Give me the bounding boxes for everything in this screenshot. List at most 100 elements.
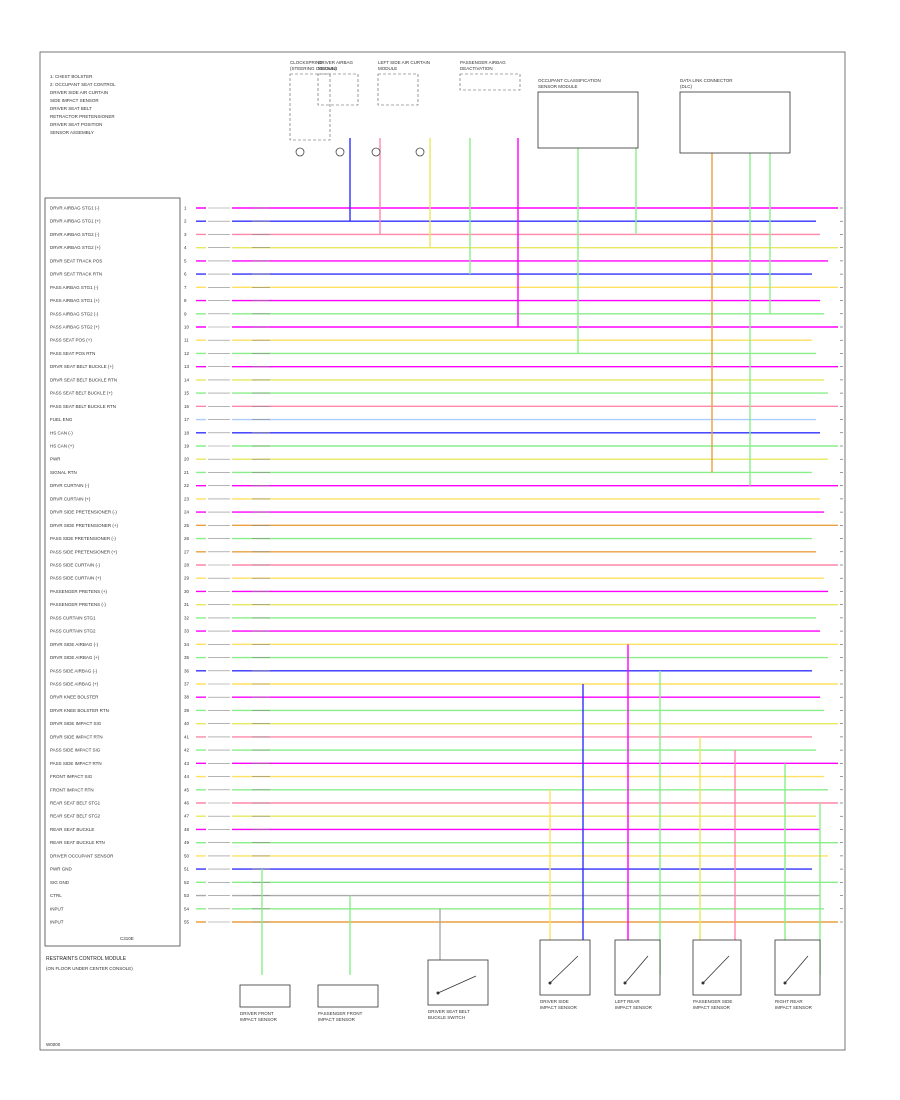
clockspring-terminal [415,147,425,157]
switch-contact [784,955,809,984]
top-components: CLOCKSPRING(STEERING COLUMN)DRIVER AIRBA… [289,60,791,157]
pin-label: PASS AIRBAG STG2 (+) [50,325,100,330]
occupant-classification-sub: SENSOR MODULE [538,84,578,89]
pin-number: 21 [184,470,190,475]
pin-number: 11 [184,338,189,343]
data-link-connector-label: DATA LINK CONNECTOR [680,78,733,83]
left-side-air-curtain-sub: MODULE [378,66,397,71]
pin-label: DRVR KNEE BOLSTER [50,695,99,700]
clockspring: CLOCKSPRING(STEERING COLUMN) [289,60,337,141]
pin-label: DRVR AIRBAG STG1 (+) [50,219,101,224]
pin-number: 49 [184,840,190,845]
seat-belt-switch-body [427,959,489,1006]
pin-number: 53 [184,893,190,898]
switch-contact [702,955,730,984]
pin-label: INPUT [50,920,64,925]
pin-number: 8 [184,298,187,303]
pin-number: 16 [184,404,190,409]
figure-code: W0000 [46,1042,61,1047]
pin-number: 29 [184,576,190,581]
pin-number: 31 [184,602,190,607]
pin-label: PASS SIDE PRETENSIONER (+) [50,549,118,554]
pin-label: SIG GND [50,880,70,885]
passenger-airbag-body [459,73,521,91]
pin-label: FUEL ENG [50,417,73,422]
pin-number: 25 [184,523,190,528]
switch-contact [624,955,649,984]
module-connector-label: C310E [120,936,134,941]
pin-label: REAR SEAT BUCKLE RTN [50,840,105,845]
pin-label: DRVR SEAT TRACK POS [50,258,102,263]
pin-number: 30 [184,589,190,594]
pin-number: 13 [184,364,190,369]
pin-label: DRVR AIRBAG STG2 (+) [50,245,101,250]
pin-number: 35 [184,655,190,660]
pin-number: 20 [184,457,190,462]
switch-contact [437,975,477,994]
legend-note: DRIVER SEAT BELT [50,106,92,111]
pin-number: 7 [184,285,187,290]
pass-front-impact-body [317,984,379,1008]
pin-number: 42 [184,748,190,753]
pin-label: DRVR SIDE AIRBAG (+) [50,655,100,660]
pin-label: PASS SEAT POS (+) [50,338,92,343]
pin-label: PASS SIDE CURTAIN (-) [50,563,101,568]
pin-label: PASS CURTAIN STG2 [50,629,96,634]
pin-label: DRVR SIDE PRETENSIONER (+) [50,523,119,528]
right-rear-impact-body [774,939,821,996]
switch-pivot [548,981,552,985]
pin-label: PASS SIDE IMPACT SIG [50,748,101,753]
left-rear-impact-label: IMPACT SENSOR [615,1005,653,1010]
passenger-airbag-label: PASSENGER AIRBAG [460,60,506,65]
legend-note: DRIVER SIDE AIR CURTAIN [50,90,108,95]
right-rear-impact-label: IMPACT SENSOR [775,1005,813,1010]
pin-label: PASS CURTAIN STG1 [50,615,96,620]
pin-number: 40 [184,721,190,726]
left-rear-impact-label: LEFT REAR [615,999,640,1004]
pin-label: FRONT IMPACT RTN [50,787,94,792]
pass-side-impact-label: PASSENGER SIDE [693,999,732,1004]
switch-pivot [436,991,440,995]
data-link-connector: DATA LINK CONNECTOR(DLC) [679,78,791,154]
left-side-air-curtain-label: LEFT SIDE AIR CURTAIN [378,60,430,65]
switch-pivot [783,981,787,985]
legend-note: SIDE IMPACT SENSOR [50,98,99,103]
pin-number: 33 [184,629,190,634]
pin-number: 19 [184,444,190,449]
clockspring-terminal [295,147,305,157]
driver-front-impact-body [239,984,291,1008]
pin-label: PASS SEAT BELT BUCKLE RTN [50,404,116,409]
pin-label: DRVR SIDE IMPACT SIG [50,721,102,726]
driver-side-impact-body [539,939,591,996]
pin-label: PASS AIRBAG STG1 (-) [50,285,99,290]
pin-number: 2 [184,219,187,224]
pin-number: 44 [184,774,190,779]
pin-label: INPUT [50,906,64,911]
seat-belt-switch-label: DRIVER SEAT BELT [428,1009,470,1014]
pin-number: 38 [184,695,190,700]
pin-number: 36 [184,668,190,673]
pin-number: 9 [184,311,187,316]
pin-label: PASS SIDE AIRBAG (-) [50,668,98,673]
left-rear-impact-body [614,939,661,996]
pin-number: 37 [184,682,190,687]
passenger-airbag-sub: DEACTIVATION [460,66,493,71]
pin-number: 50 [184,853,190,858]
pin-number: 26 [184,536,190,541]
pin-label: PASS AIRBAG STG2 (-) [50,311,99,316]
clockspring-terminal [335,147,345,157]
switch-pivot [623,981,627,985]
pin-number: 6 [184,272,187,277]
legend-note: 2: OCCUPANT SEAT CONTROL [50,82,116,87]
diagram-frame [39,51,846,1051]
pin-label: DRVR AIRBAG STG2 (-) [50,232,100,237]
pin-number: 28 [184,563,190,568]
